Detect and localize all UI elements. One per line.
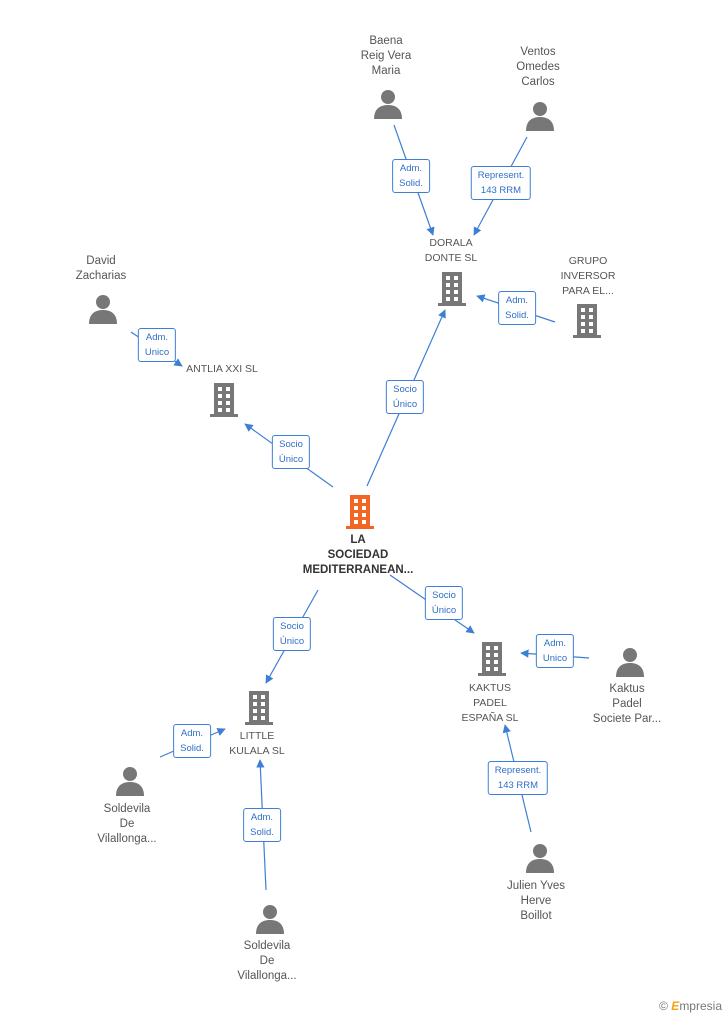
brand-name: mpresia: [679, 999, 722, 1013]
brand-logo-initial: E: [671, 999, 680, 1013]
person-name-david[interactable]: David Zacharias: [75, 255, 127, 282]
edge-label-grupo-dorala[interactable]: Adm. Solid.: [498, 291, 536, 325]
person-name-soldevila-2[interactable]: Soldevila De Vilallonga...: [237, 940, 297, 982]
building-icon[interactable]: [477, 642, 507, 676]
person-icon[interactable]: [615, 647, 645, 677]
person-icon[interactable]: [115, 766, 145, 796]
brand-watermark: © Empresia: [659, 999, 722, 1013]
person-icon[interactable]: [525, 101, 555, 131]
building-icon-center[interactable]: [345, 495, 375, 529]
center-company-name[interactable]: LA SOCIEDAD MEDITERRANEAN...: [302, 534, 414, 576]
company-name-kaktus-padel[interactable]: KAKTUS PADEL ESPAÑA SL: [461, 682, 519, 724]
edge-label-center-antlia[interactable]: Socio Único: [271, 435, 311, 469]
building-icon[interactable]: [437, 272, 467, 306]
building-icon[interactable]: [572, 304, 602, 338]
edge-label-soldevila2-little[interactable]: Adm. Solid.: [243, 808, 281, 842]
edge-label-center-kaktus[interactable]: Socio Único: [424, 586, 464, 620]
edge-label-baena-dorala[interactable]: Adm. Solid.: [392, 159, 430, 193]
person-name-baena[interactable]: Baena Reig Vera Maria: [360, 35, 412, 77]
building-icon[interactable]: [209, 383, 239, 417]
person-name-ventos[interactable]: Ventos Omedes Carlos: [516, 46, 560, 88]
building-icon[interactable]: [244, 691, 274, 725]
person-icon[interactable]: [88, 294, 118, 324]
person-icon[interactable]: [525, 843, 555, 873]
person-name-soldevila-1[interactable]: Soldevila De Vilallonga...: [97, 803, 157, 845]
edge-label-david-antlia[interactable]: Adm. Unico: [137, 328, 177, 362]
person-icon[interactable]: [255, 904, 285, 934]
edge-label-julien-kaktus[interactable]: Represent. 143 RRM: [487, 761, 549, 795]
edge-label-center-little[interactable]: Socio Único: [272, 617, 312, 651]
company-name-grupo[interactable]: GRUPO INVERSOR PARA EL...: [560, 255, 616, 297]
person-name-kaktus-societe[interactable]: Kaktus Padel Societe Par...: [592, 683, 662, 725]
edge-label-center-dorala[interactable]: Socio Único: [385, 380, 425, 414]
company-name-dorala[interactable]: DORALA DONTE SL: [424, 237, 478, 264]
edge-label-societe-kaktus[interactable]: Adm. Unico: [535, 634, 575, 668]
person-name-julien[interactable]: Julien Yves Herve Boillot: [507, 880, 565, 922]
company-name-antlia[interactable]: ANTLIA XXI SL: [186, 363, 258, 375]
copyright-icon: ©: [659, 999, 668, 1013]
person-icon[interactable]: [373, 89, 403, 119]
company-name-little[interactable]: LITTLE KULALA SL: [229, 730, 285, 757]
edge-label-soldevila1-little[interactable]: Adm. Solid.: [173, 724, 211, 758]
edge-label-ventos-dorala[interactable]: Represent. 143 RRM: [470, 166, 532, 200]
